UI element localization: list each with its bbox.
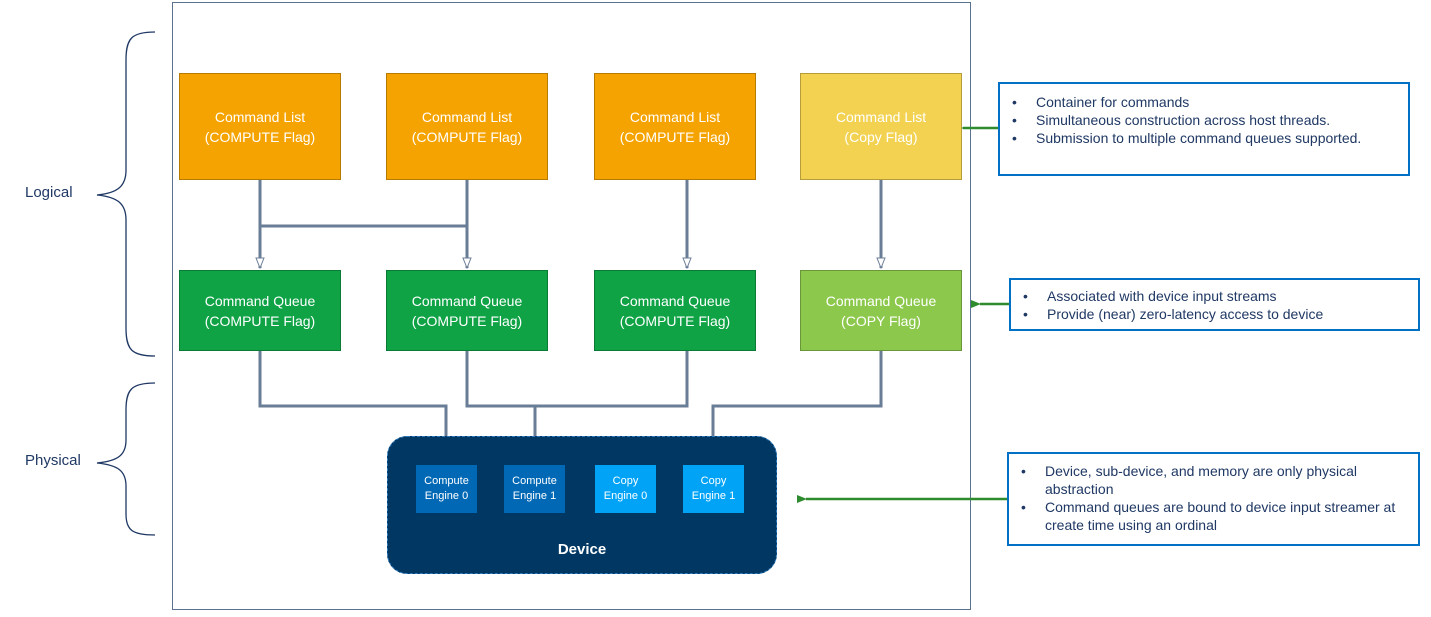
command-list-copy-text: Command List (Copy Flag) (835, 108, 927, 145)
device-notes: Device, sub-device, and memory are only … (1009, 462, 1410, 534)
arrow-to-copy-engine-1 (713, 351, 883, 463)
command-queue-3-text: Command Queue (COMPUTE Flag) (619, 292, 731, 329)
copy-engine-0: Copy Engine 0 (595, 465, 656, 513)
list-to-queue-connectors (260, 180, 881, 268)
device-note: Device, sub-device, and memory are only … (1009, 462, 1410, 498)
command-list-1-text: Command List (COMPUTE Flag) (204, 108, 316, 145)
command-queue-3: Command Queue (COMPUTE Flag) (594, 270, 756, 351)
command-list-2: Command List (COMPUTE Flag) (386, 73, 548, 180)
copy-engine-1-text: Copy Engine 1 (691, 475, 736, 502)
command-queue-copy-text: Command Queue (COPY Flag) (825, 292, 937, 329)
queue-note: Associated with device input streams (1011, 287, 1418, 305)
logical-label: Logical (25, 184, 73, 201)
compute-lists-bridge (258, 180, 469, 228)
command-queue-1-text: Command Queue (COMPUTE Flag) (204, 292, 316, 329)
command-list-callout: Container for commands Simultaneous cons… (998, 82, 1410, 176)
callout-pointers (797, 124, 1009, 503)
queue-note: Provide (near) zero-latency access to de… (1011, 305, 1418, 323)
list-note: Submission to multiple command queues su… (1000, 129, 1408, 147)
command-list-copy: Command List (Copy Flag) (800, 73, 962, 180)
command-list-2-text: Command List (COMPUTE Flag) (411, 108, 523, 145)
device-note: Command queues are bound to device input… (1009, 498, 1410, 534)
queues-bridge (465, 351, 689, 408)
list-note: Container for commands (1000, 93, 1408, 111)
command-queue-2-text: Command Queue (COMPUTE Flag) (411, 292, 523, 329)
physical-label: Physical (25, 452, 81, 469)
queue-to-engine-connectors (258, 351, 883, 463)
device-callout: Device, sub-device, and memory are only … (1007, 452, 1420, 546)
physical-brace (96, 382, 156, 536)
compute-engine-1-text: Compute Engine 1 (512, 475, 557, 502)
command-list-notes: Container for commands Simultaneous cons… (1000, 93, 1408, 147)
copy-engine-0-text: Copy Engine 0 (603, 475, 648, 502)
command-queue-callout: Associated with device input streams Pro… (1009, 278, 1420, 331)
compute-engine-1: Compute Engine 1 (504, 465, 565, 513)
device-label: Device (557, 541, 607, 558)
copy-engine-1: Copy Engine 1 (683, 465, 744, 513)
command-queue-copy: Command Queue (COPY Flag) (800, 270, 962, 351)
command-list-3-text: Command List (COMPUTE Flag) (619, 108, 731, 145)
command-queue-1: Command Queue (COMPUTE Flag) (179, 270, 341, 351)
compute-engine-0-text: Compute Engine 0 (424, 475, 469, 502)
compute-engine-0: Compute Engine 0 (416, 465, 477, 513)
command-queue-notes: Associated with device input streams Pro… (1011, 287, 1418, 323)
arrow-to-compute-engine-0 (258, 351, 446, 463)
list-note: Simultaneous construction across host th… (1000, 111, 1408, 129)
command-queue-2: Command Queue (COMPUTE Flag) (386, 270, 548, 351)
command-list-1: Command List (COMPUTE Flag) (179, 73, 341, 180)
logical-brace (96, 31, 156, 357)
command-list-3: Command List (COMPUTE Flag) (594, 73, 756, 180)
brace-group (96, 31, 156, 536)
